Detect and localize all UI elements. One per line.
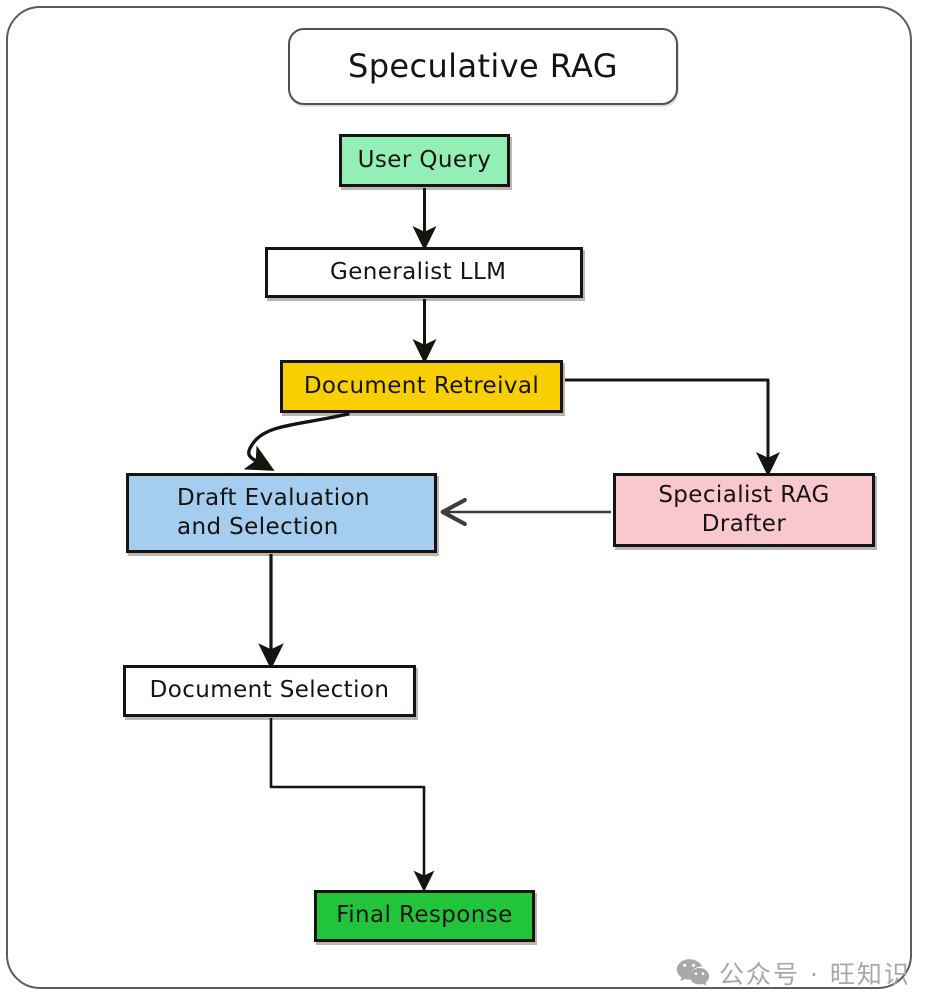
watermark-text: 公众号 · 旺知识 xyxy=(719,960,911,989)
edge-document-retrieval-to-draft-evaluation xyxy=(243,412,350,471)
node-draft-evaluation[interactable]: Draft Evaluation and Selection xyxy=(126,473,437,553)
node-final-response[interactable]: Final Response xyxy=(314,890,535,942)
node-document-selection[interactable]: Document Selection xyxy=(123,665,416,717)
diagram-title: Speculative RAG xyxy=(288,28,678,105)
watermark: 公众号 · 旺知识 xyxy=(676,955,911,991)
node-user-query[interactable]: User Query xyxy=(339,134,510,187)
wechat-icon xyxy=(676,959,710,986)
edge-document-retrieval-to-specialist-drafter xyxy=(565,378,780,477)
node-generalist-llm[interactable]: Generalist LLM xyxy=(265,247,583,298)
edge-document-selection-to-final-response xyxy=(269,718,435,892)
node-document-retrieval[interactable]: Document Retreival xyxy=(280,360,563,413)
node-specialist-rag-drafter[interactable]: Specialist RAG Drafter xyxy=(613,473,875,547)
